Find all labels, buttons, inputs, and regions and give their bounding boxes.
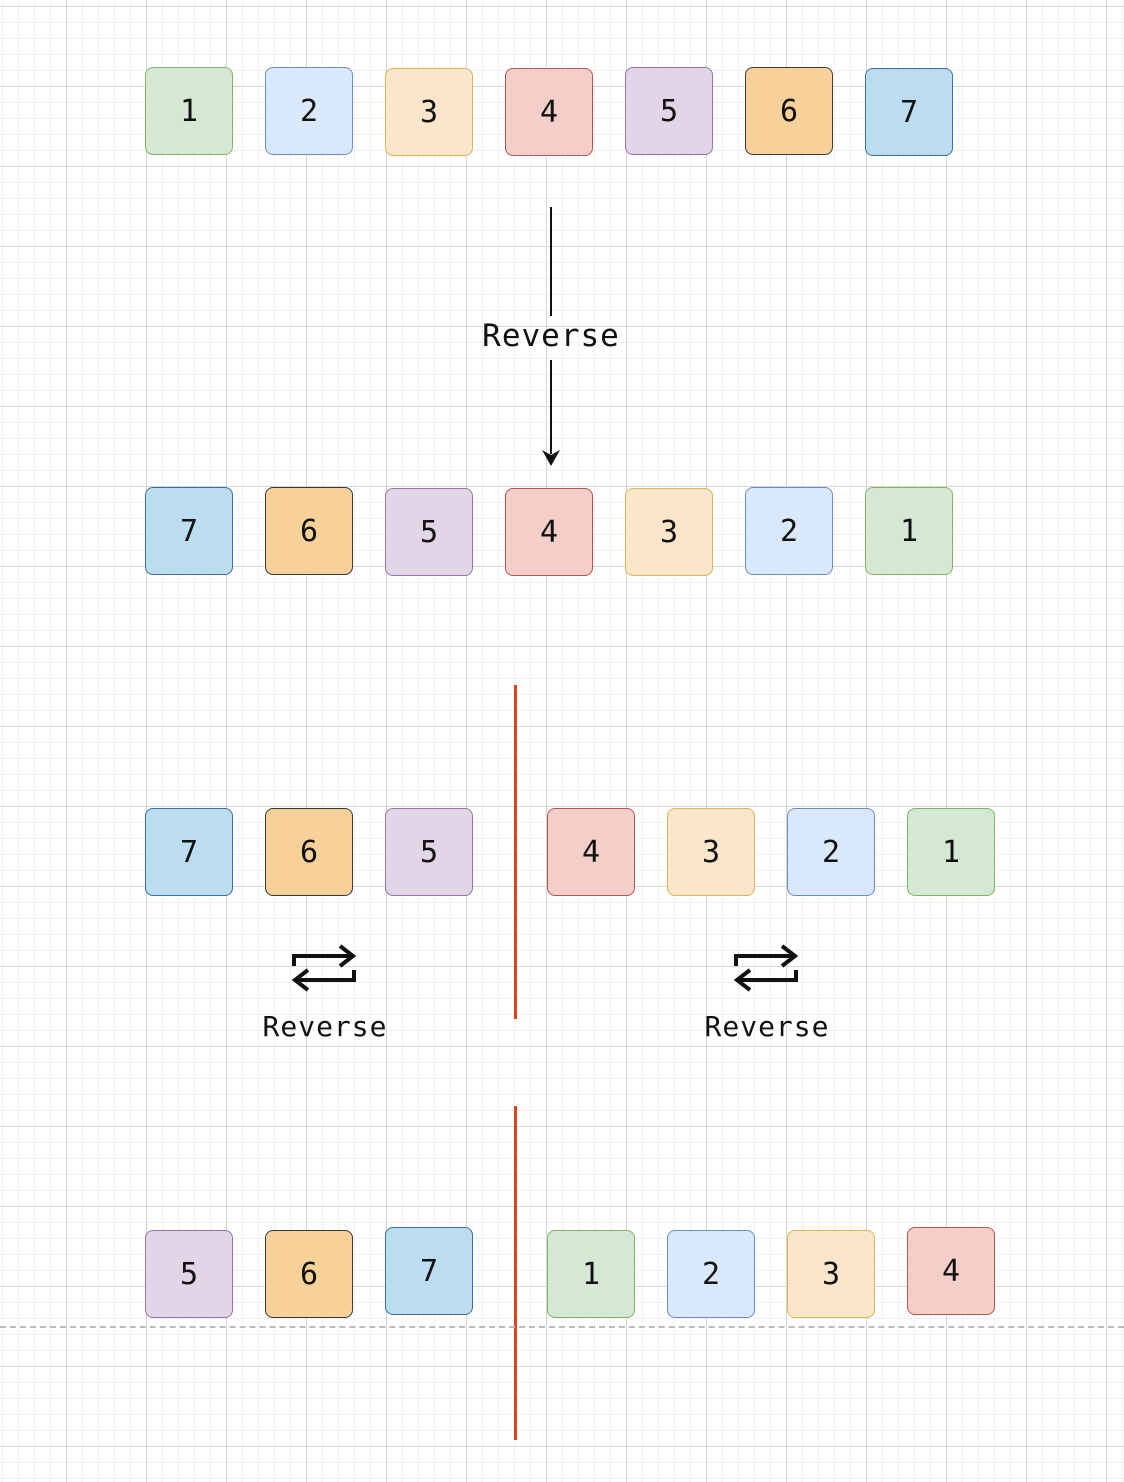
box-row3-6: 2: [787, 808, 875, 896]
box-row4-3: 7: [385, 1227, 473, 1315]
box-row4-1: 5: [145, 1230, 233, 1318]
box-row2-7: 1: [865, 487, 953, 575]
split-separator-1: [514, 685, 517, 1019]
box-row3-7: 1: [907, 808, 995, 896]
swap-arrows-icon-right: [733, 944, 799, 992]
box-row2-2: 6: [265, 487, 353, 575]
box-row1-7: 7: [865, 68, 953, 156]
box-row2-5: 3: [625, 488, 713, 576]
box-row3-5: 3: [667, 808, 755, 896]
box-row3-2: 6: [265, 808, 353, 896]
box-row3-1: 7: [145, 808, 233, 896]
box-row4-2: 6: [265, 1230, 353, 1318]
box-row1-3: 3: [385, 68, 473, 156]
box-row1-6: 6: [745, 67, 833, 155]
box-row4-6: 3: [787, 1230, 875, 1318]
box-row4-7: 4: [907, 1227, 995, 1315]
box-row2-4: 4: [505, 488, 593, 576]
box-row1-4: 4: [505, 68, 593, 156]
box-row1-1: 1: [145, 67, 233, 155]
reverse-label-main: Reverse: [482, 318, 620, 354]
box-row3-4: 4: [547, 808, 635, 896]
swap-arrows-icon-left: [291, 944, 357, 992]
box-row4-5: 2: [667, 1230, 755, 1318]
reverse-label-left: Reverse: [262, 1010, 388, 1043]
box-row2-3: 5: [385, 488, 473, 576]
dashed-guide-line: [0, 1326, 1124, 1328]
box-row1-2: 2: [265, 67, 353, 155]
box-row2-1: 7: [145, 487, 233, 575]
split-separator-2: [514, 1106, 517, 1440]
box-row1-5: 5: [625, 67, 713, 155]
box-row4-4: 1: [547, 1230, 635, 1318]
box-row2-6: 2: [745, 487, 833, 575]
reverse-label-right: Reverse: [704, 1010, 830, 1043]
box-row3-3: 5: [385, 808, 473, 896]
